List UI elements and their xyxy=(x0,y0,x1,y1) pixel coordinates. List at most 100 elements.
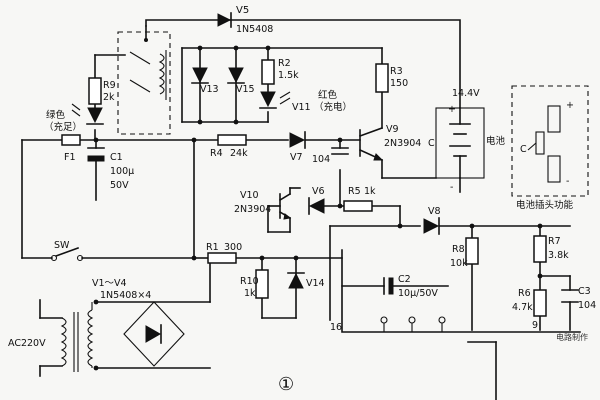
resistor-r9 xyxy=(88,77,102,105)
label-c3-ref: C3 xyxy=(578,286,591,297)
led-green xyxy=(71,103,104,125)
zener-v14 xyxy=(287,272,305,289)
label-ic-pin16: 16 xyxy=(330,322,342,333)
capacitor-c2 xyxy=(383,277,394,295)
label-battery: 电池 xyxy=(486,135,506,147)
label-r3-ref: R3 xyxy=(390,66,403,77)
label-v10-ref: V10 xyxy=(240,190,259,201)
capacitor-104 xyxy=(331,147,349,155)
label-battery-plus: + xyxy=(448,104,456,115)
label-v11-note: （充电） xyxy=(314,101,352,113)
diode-v7 xyxy=(289,131,306,149)
label-v10-value: 2N3904 xyxy=(234,204,271,215)
label-c1-value: 100μ xyxy=(110,166,134,177)
label-c2-value: 10μ/50V xyxy=(398,288,438,299)
label-connector-caption: 电池插头功能 xyxy=(516,199,574,211)
label-r8-value: 10k xyxy=(450,258,468,269)
label-ac-input: AC220V xyxy=(8,338,46,349)
label-v14: V14 xyxy=(306,278,325,289)
relay xyxy=(129,38,167,100)
label-v7: V7 xyxy=(290,152,303,163)
transistor-v9 xyxy=(358,126,384,162)
resistor-r7 xyxy=(533,235,547,263)
label-led-green-note: （充足） xyxy=(44,121,82,133)
label-r2-ref: R2 xyxy=(278,58,291,69)
capacitor-c1 xyxy=(87,147,105,162)
label-r5-ref: R5 xyxy=(348,186,361,197)
label-bridge-ref: V1～V4 xyxy=(92,278,127,289)
label-r4-ref: R4 xyxy=(210,148,223,159)
label-connector-plus: + xyxy=(566,100,574,111)
label-led-green: 绿色 xyxy=(46,109,66,121)
label-r9-ref: R9 xyxy=(103,80,116,91)
label-r10-ref: R10 xyxy=(240,276,259,287)
label-r10-value: 1k xyxy=(244,288,256,299)
ic-block xyxy=(341,249,581,333)
connector-pads xyxy=(527,105,561,183)
diode-v8 xyxy=(423,217,440,235)
zener-v13 xyxy=(191,67,209,84)
label-r8-ref: R8 xyxy=(452,244,465,255)
label-c104: 104 xyxy=(312,154,330,165)
label-c3-value: 104 xyxy=(578,300,596,311)
label-r9-value: 2k xyxy=(103,92,115,103)
label-connector-c: C xyxy=(520,144,527,155)
transformer xyxy=(60,302,94,372)
transistor-v10 xyxy=(278,192,292,220)
led-red-v11 xyxy=(259,91,291,109)
label-r3-value: 150 xyxy=(390,78,408,89)
wires xyxy=(21,19,571,400)
label-f1: F1 xyxy=(64,152,76,163)
resistor-r10 xyxy=(255,269,269,299)
battery xyxy=(435,107,485,179)
label-v5-ref: V5 xyxy=(236,5,249,16)
zener-v15 xyxy=(227,67,245,84)
label-battery-minus: - xyxy=(450,182,453,193)
resistor-r6 xyxy=(533,289,547,317)
label-battery-c: C xyxy=(428,138,435,149)
label-ic-pin9: 9 xyxy=(532,320,538,331)
label-v9-value: 2N3904 xyxy=(384,138,421,149)
bridge-rectifier xyxy=(123,301,185,367)
label-r1-value: 300 xyxy=(224,242,242,253)
connector-box xyxy=(511,85,589,197)
ic-pins xyxy=(380,316,446,332)
resistor-r4 xyxy=(217,134,247,146)
label-r7-value: 3.8k xyxy=(548,250,569,261)
figure-number: ① xyxy=(278,374,294,395)
relay-box xyxy=(117,31,171,135)
resistor-r1 xyxy=(207,252,237,264)
resistor-r2 xyxy=(261,59,275,85)
resistor-r5 xyxy=(343,200,373,212)
fuse-f1 xyxy=(61,134,81,146)
label-r4-value: 24k xyxy=(230,148,248,159)
label-r5-value: 1k xyxy=(364,186,376,197)
label-bridge-value: 1N5408×4 xyxy=(100,290,151,301)
label-connector-minus: - xyxy=(566,176,569,187)
label-v9-ref: V9 xyxy=(386,124,399,135)
label-sw: SW xyxy=(54,240,70,251)
label-battery-voltage: 14.4V xyxy=(452,88,480,99)
label-v13: V13 xyxy=(200,84,219,95)
resistor-r3 xyxy=(375,63,389,93)
label-r6-ref: R6 xyxy=(518,288,531,299)
label-r7-ref: R7 xyxy=(548,236,561,247)
diode-v6 xyxy=(308,197,325,215)
label-c1-voltage: 50V xyxy=(110,180,129,191)
label-v6: V6 xyxy=(312,186,325,197)
label-v15: V15 xyxy=(236,84,255,95)
watermark: 电路制作 xyxy=(556,332,588,342)
label-v8: V8 xyxy=(428,206,441,217)
label-c1-ref: C1 xyxy=(110,152,123,163)
switch-sw xyxy=(50,246,84,262)
label-v5-value: 1N5408 xyxy=(236,24,273,35)
capacitor-c3 xyxy=(561,289,579,303)
label-v11-color: 红色 xyxy=(318,89,338,101)
junctions xyxy=(93,45,543,371)
label-r1-ref: R1 xyxy=(206,242,219,253)
label-v11-ref: V11 xyxy=(292,102,311,113)
resistor-r8 xyxy=(465,237,479,265)
label-c2-ref: C2 xyxy=(398,274,411,285)
